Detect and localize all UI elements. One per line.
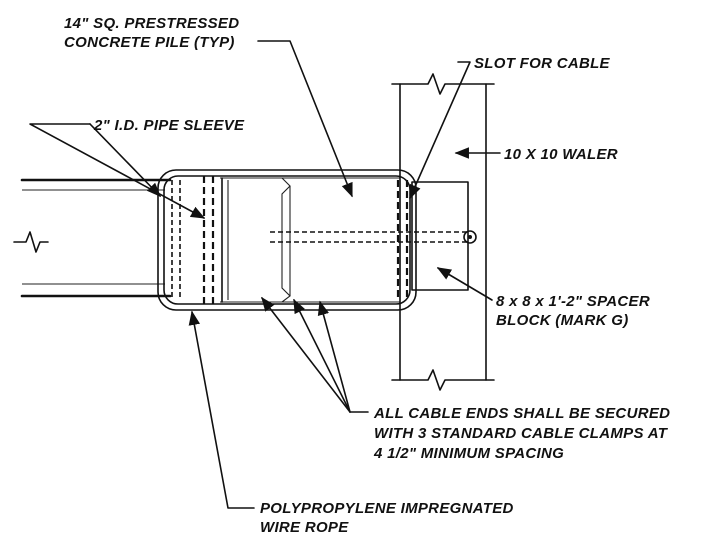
label-pipe-sleeve: 2" I.D. PIPE SLEEVE: [93, 117, 245, 134]
spacer-block: [411, 181, 469, 291]
cable-slot: [270, 180, 477, 300]
wire-rope-loop-inner: [163, 175, 411, 305]
label-spacer-line2: BLOCK (MARK G): [496, 312, 629, 329]
leader-lines: [29, 40, 501, 509]
label-pile-line2: CONCRETE PILE (TYP): [64, 34, 235, 51]
labels: 14" SQ. PRESTRESSED CONCRETE PILE (TYP) …: [64, 15, 670, 536]
label-rope-line1: POLYPROPYLENE IMPREGNATED: [260, 500, 514, 517]
left-beam: [13, 178, 172, 298]
label-rope-line2: WIRE ROPE: [260, 519, 349, 536]
concrete-pile: [157, 169, 417, 311]
pipe-sleeve: [171, 176, 215, 304]
label-clamps-line1: ALL CABLE ENDS SHALL BE SECURED: [373, 405, 670, 422]
label-clamps-line2: WITH 3 STANDARD CABLE CLAMPS AT: [374, 425, 669, 442]
label-clamps-line3: 4 1/2" MINIMUM SPACING: [373, 445, 564, 462]
label-pile-line1: 14" SQ. PRESTRESSED: [64, 15, 239, 32]
wire-rope-loop-outer: [157, 169, 417, 311]
waler: [391, 73, 495, 391]
label-spacer-line1: 8 x 8 x 1'-2" SPACER: [496, 293, 650, 310]
label-waler: 10 X 10 WALER: [504, 146, 618, 163]
label-slot: SLOT FOR CABLE: [474, 55, 611, 72]
